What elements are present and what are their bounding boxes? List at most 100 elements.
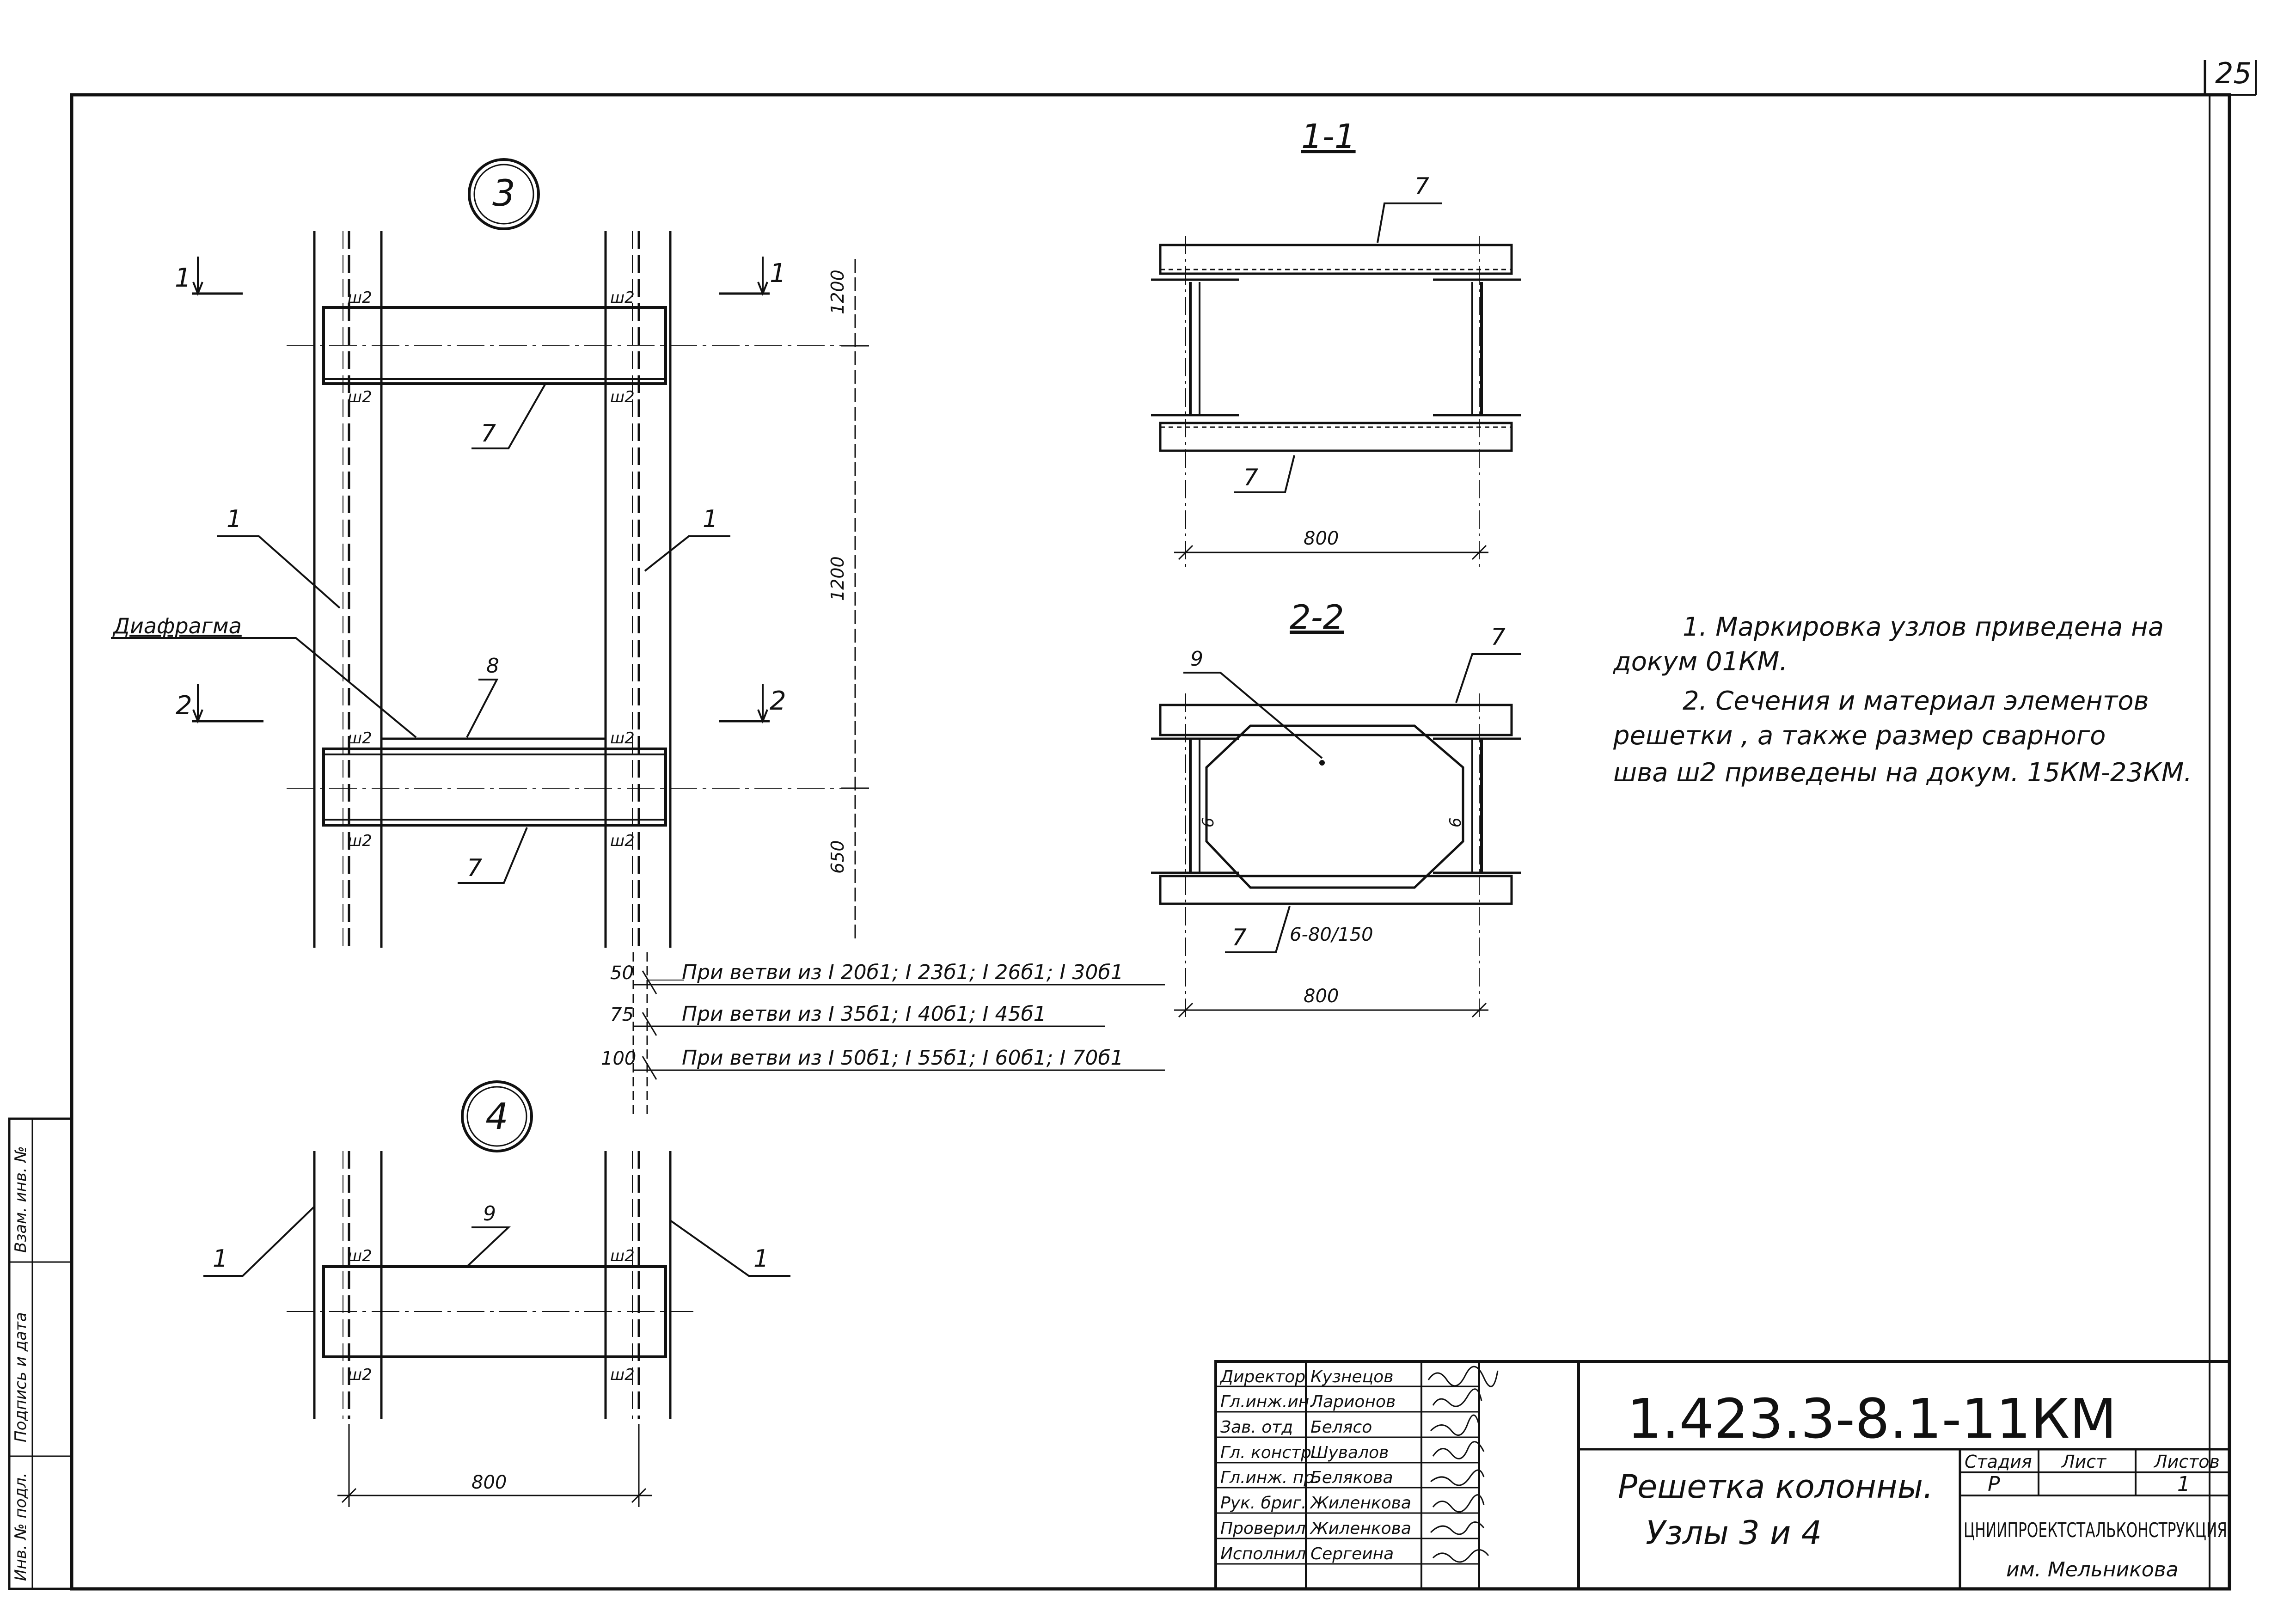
weld-label: ш2 xyxy=(610,1366,635,1384)
stage-value: Р xyxy=(1988,1472,2000,1496)
sheet-header: Лист xyxy=(2061,1452,2107,1472)
branch-size-75: 75 xyxy=(610,1004,634,1025)
dim-1200-top: 1200 xyxy=(827,270,848,314)
branch-text-50: При ветви из I 20б1; I 23б1; I 26б1; I 3… xyxy=(682,961,1123,984)
cut-2-right-label: 2 xyxy=(770,686,786,716)
lower-plank xyxy=(322,748,667,827)
name-head-dept: Белясо xyxy=(1310,1418,1372,1437)
side-stamp-replacement: Взам. инв. № xyxy=(12,1146,30,1253)
page-number: 25 xyxy=(2215,56,2252,90)
branch-right xyxy=(604,231,672,948)
leader-plank-top: 7 xyxy=(481,420,496,447)
cut-mark-2 xyxy=(192,684,770,724)
node-4-marker: 4 xyxy=(485,1096,508,1138)
name-chief-engineer: Ларионов xyxy=(1310,1392,1396,1411)
side-stamp-signature: Подпись и дата xyxy=(12,1312,30,1442)
note-line-1: 1. Маркировка узлов приведена на xyxy=(1683,612,2164,642)
weld-label: ш2 xyxy=(348,1366,372,1384)
weld-label: ш2 xyxy=(348,832,372,850)
vertical-dimension-chain xyxy=(841,259,869,938)
leader-branch-left: 1 xyxy=(227,505,242,533)
side-stamp: Взам. инв. № Подпись и дата Инв. № подл. xyxy=(8,1117,73,1590)
weld-label: ш2 xyxy=(610,729,635,748)
weld-label: ш2 xyxy=(610,832,635,850)
section-1-1-leader-bottom: 7 xyxy=(1243,464,1258,491)
diaphragm-plate xyxy=(1205,724,1464,889)
name-project-engineer: Белякова xyxy=(1310,1468,1393,1487)
leader-plank-9: 9 xyxy=(483,1202,496,1226)
node-4: 4 ш2 ш2 ш2 ш2 800 xyxy=(203,1080,790,1507)
organization-subtitle: им. Мельникова xyxy=(2006,1558,2179,1581)
branch-text-75: При ветви из I 35б1; I 40б1; I 45б1 xyxy=(682,1002,1047,1026)
signatures xyxy=(1427,1366,1499,1563)
title-block xyxy=(1214,1360,2231,1590)
side-stamp-inventory: Инв. № подл. xyxy=(12,1472,30,1581)
section-1-1-title: 1-1 xyxy=(1301,117,1356,156)
cut-mark-1 xyxy=(192,257,770,296)
leader-branch-right-node-4: 1 xyxy=(753,1245,769,1273)
role-team-lead: Рук. бриг. xyxy=(1220,1494,1306,1513)
weld-label: ш2 xyxy=(610,388,635,406)
node-3-marker: 3 xyxy=(492,173,515,214)
title-line-1: Решетка колонны. xyxy=(1618,1468,1933,1506)
branch-left-node-4 xyxy=(313,1151,383,1419)
sheets-header: Листов xyxy=(2153,1452,2220,1472)
rib-dim-right: 6 xyxy=(1446,817,1465,827)
stage-header: Стадия xyxy=(1965,1452,2032,1472)
cut-2-left-label: 2 xyxy=(176,691,192,721)
weld-label: ш2 xyxy=(610,1247,635,1265)
section-2-2: 2-2 xyxy=(1151,598,1521,1022)
role-head-dept: Зав. отд xyxy=(1220,1418,1293,1437)
role-chief-designer: Гл. констр. xyxy=(1220,1443,1316,1462)
leader-diaphragm-8: 8 xyxy=(486,654,499,678)
section-1-1-leader-top: 7 xyxy=(1414,173,1429,200)
dim-1200-middle: 1200 xyxy=(827,556,848,601)
name-executed: Сергеина xyxy=(1310,1544,1394,1563)
name-checked: Жиленкова xyxy=(1310,1519,1411,1538)
note-line-4: решетки , а также размер сварного xyxy=(1613,721,2106,751)
section-2-2-leader-bottom: 7 xyxy=(1232,924,1247,951)
leaders-node-4 xyxy=(203,1206,790,1277)
weld-label: ш2 xyxy=(348,729,372,748)
name-team-lead: Жиленкова xyxy=(1310,1494,1411,1513)
dim-650: 650 xyxy=(827,840,848,874)
branch-text-100: При ветви из I 50б1; I 55б1; I 60б1; I 7… xyxy=(682,1046,1123,1070)
role-project-engineer: Гл.инж. пр. xyxy=(1220,1468,1320,1487)
leader-branch-right: 1 xyxy=(703,505,718,533)
dim-800-node-4: 800 xyxy=(471,1472,507,1493)
dim-node-4 xyxy=(337,1424,652,1507)
role-executed: Исполнил xyxy=(1220,1544,1306,1563)
weld-label: ш2 xyxy=(610,288,635,307)
name-chief-designer: Шувалов xyxy=(1310,1443,1389,1462)
organization-name: ЦНИИПРОЕКТСТАЛЬКОНСТРУКЦИЯ xyxy=(1964,1519,2227,1542)
branch-size-100: 100 xyxy=(601,1048,636,1069)
weld-label: ш2 xyxy=(348,388,372,406)
section-1-1: 1-1 xyxy=(1151,117,1521,569)
section-2-2-spacing: 6-80/150 xyxy=(1290,924,1373,945)
section-2-2-leader-diaphragm: 9 xyxy=(1190,647,1203,671)
sheet-frame xyxy=(70,60,2257,1591)
note-line-2: докум 01КМ. xyxy=(1613,647,1788,677)
title-line-2: Узлы 3 и 4 xyxy=(1646,1514,1822,1552)
diaphragm-label: Диафрагма xyxy=(112,613,242,638)
leader-plank-bottom: 7 xyxy=(467,854,482,882)
cut-1-right-label: 1 xyxy=(770,258,786,288)
branch-left xyxy=(313,231,383,948)
node-3: 3 ш2 ш2 ш2 ш2 ш2 ш2 ш2 xyxy=(111,158,869,948)
role-chief-engineer: Гл.инж.ин. xyxy=(1220,1392,1315,1411)
document-code: 1.423.3-8.1-11КМ xyxy=(1627,1387,2117,1451)
section-1-1-dim-800: 800 xyxy=(1304,528,1339,549)
sheets-value: 1 xyxy=(2177,1472,2190,1496)
weld-label: ш2 xyxy=(348,288,372,307)
role-director: Директор xyxy=(1219,1367,1305,1386)
section-2-2-title: 2-2 xyxy=(1290,598,1344,637)
branch-table xyxy=(632,952,1165,1119)
weld-label: ш2 xyxy=(348,1247,372,1265)
leaders-node-3 xyxy=(111,383,730,884)
section-2-2-leader-top: 7 xyxy=(1491,624,1506,650)
leader-branch-left-node-4: 1 xyxy=(213,1245,228,1273)
name-director: Кузнецов xyxy=(1310,1367,1393,1386)
cut-1-left-label: 1 xyxy=(175,263,191,293)
branch-right-node-4 xyxy=(604,1151,672,1419)
